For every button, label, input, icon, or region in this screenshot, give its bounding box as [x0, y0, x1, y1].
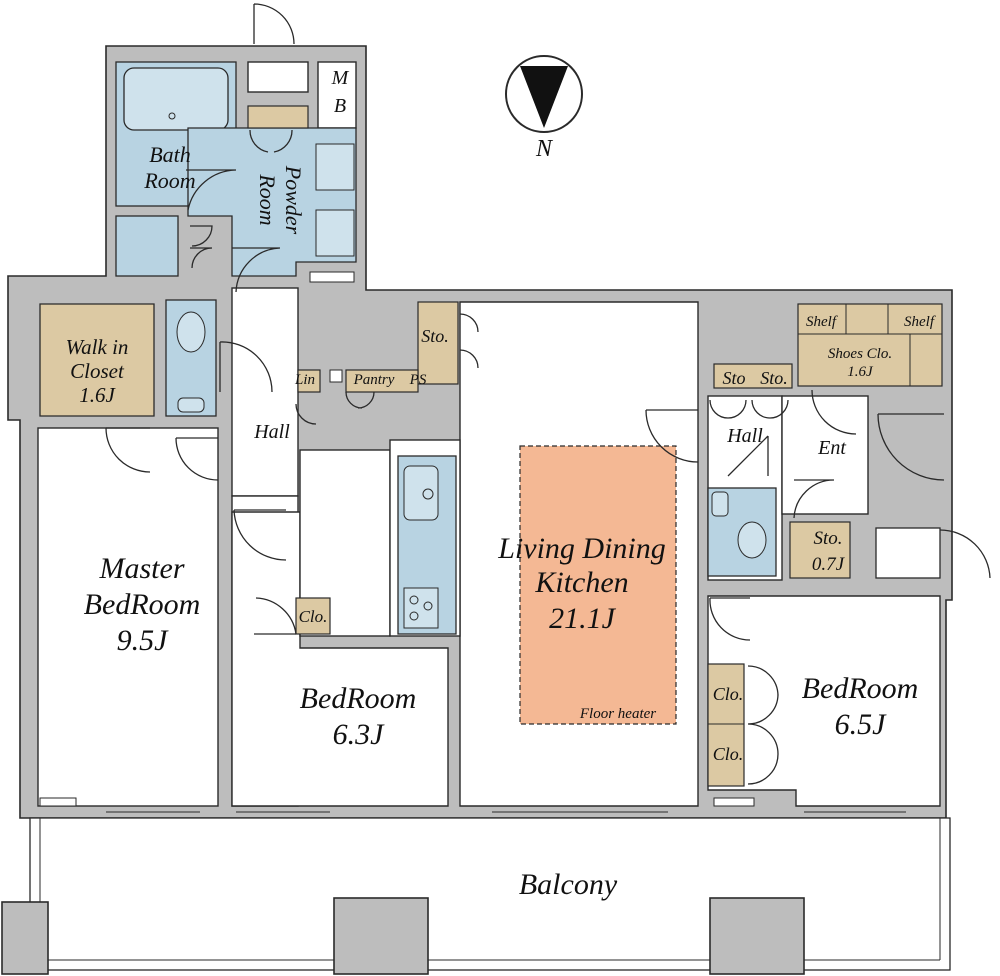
- sink-icon: [315, 143, 355, 191]
- powder-room-label: Room: [255, 173, 280, 225]
- hall-label: Hall: [253, 421, 290, 443]
- mb-label: M: [331, 67, 350, 89]
- hall-label: Hall: [726, 425, 763, 447]
- laundry-space: [115, 215, 179, 277]
- north-arrow-icon: N: [505, 55, 583, 162]
- storage-label: Sto: [722, 368, 745, 388]
- ldk-label: Kitchen: [534, 566, 628, 599]
- shoes-closet-label: Shoes Clo.: [828, 346, 892, 362]
- windows: [39, 797, 906, 813]
- doors: [105, 3, 991, 785]
- kitchen-sink-icon: [403, 465, 439, 521]
- storage-label: Sto.: [421, 326, 449, 346]
- labels: M B Bath Room Powder Room Walk in Closet…: [66, 67, 936, 901]
- ldk-label: Living Dining: [497, 532, 666, 565]
- walk-in-closet-size: 1.6J: [79, 383, 116, 407]
- shelf-label: Shelf: [806, 314, 838, 330]
- walk-in-closet-label: Walk in: [66, 335, 129, 359]
- mb-label: B: [334, 95, 346, 117]
- powder-room-label: Powder: [281, 165, 306, 235]
- bedroom-size: 6.3J: [333, 718, 386, 751]
- sink-icon: [315, 209, 355, 257]
- shelf-label: Shelf: [904, 314, 936, 330]
- storage-label: Sto.: [813, 528, 842, 549]
- walk-in-closet-label: Closet: [70, 359, 125, 383]
- entrance-label: Ent: [817, 437, 846, 459]
- wet-areas: [115, 61, 777, 635]
- compass-label: N: [535, 136, 554, 162]
- drain-icon: [168, 112, 176, 120]
- floor-heater-zone: [519, 445, 677, 725]
- balcony-column: [333, 897, 429, 975]
- toilet-icon: [176, 311, 206, 353]
- floor-heater-label: Floor heater: [579, 706, 656, 722]
- balcony-column: [709, 897, 805, 975]
- master-bedroom-size: 9.5J: [117, 624, 170, 657]
- bedroom-label: BedRoom: [300, 682, 417, 715]
- storage-size: 0.7J: [812, 554, 846, 575]
- closet-label: Clo.: [713, 744, 744, 764]
- toilet-icon: [737, 521, 767, 559]
- bathtub-icon: [123, 67, 229, 131]
- balcony-column: [1, 901, 49, 975]
- ps-label: PS: [409, 372, 427, 388]
- shoes-closet-size: 1.6J: [847, 364, 874, 380]
- bath-room-label: Bath: [149, 142, 191, 167]
- bedroom-size: 6.5J: [835, 708, 888, 741]
- bedroom-label: BedRoom: [802, 672, 919, 705]
- stove-icon: [403, 587, 439, 629]
- ldk-size: 21.1J: [549, 602, 617, 635]
- closet-label: Clo.: [713, 684, 744, 704]
- linen-label: Lin: [294, 372, 315, 388]
- storage-areas: [39, 105, 943, 787]
- master-bedroom-label: BedRoom: [84, 588, 201, 621]
- master-bedroom-label: Master: [99, 552, 185, 585]
- balcony-label: Balcony: [519, 868, 618, 901]
- pantry-label: Pantry: [353, 372, 395, 388]
- storage-label: Sto.: [760, 368, 788, 388]
- closet-label: Clo.: [299, 607, 328, 626]
- bath-room-label: Room: [143, 168, 195, 193]
- balcony: [1, 817, 951, 975]
